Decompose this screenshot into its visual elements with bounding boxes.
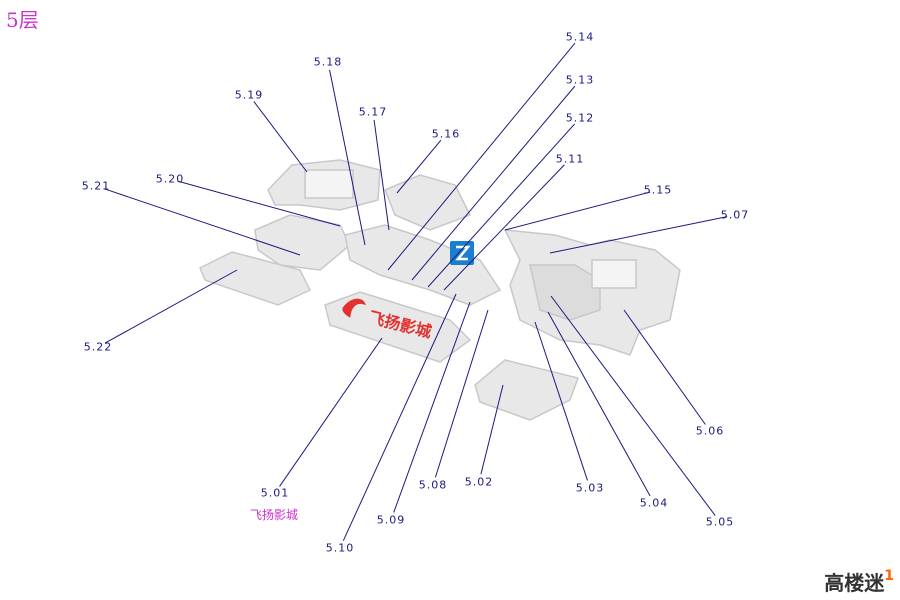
shop-label-5-10: 5.10	[325, 541, 355, 555]
floor-plan-shapes	[199, 159, 681, 421]
shop-label-5-11: 5.11	[555, 152, 585, 166]
shop-label-5-13: 5.13	[565, 73, 595, 87]
shop-label-5-05: 5.05	[705, 515, 735, 529]
watermark-number: 1	[884, 568, 894, 584]
leader-line-5-20	[177, 180, 341, 227]
shop-label-5-07: 5.07	[720, 208, 750, 222]
cinema-logo-swirl-icon	[342, 298, 366, 318]
shop-label-5-16: 5.16	[431, 127, 461, 141]
leader-line-5-12	[427, 123, 576, 288]
watermark-logo: 高楼迷1	[824, 567, 894, 596]
shop-label-5-18: 5.18	[313, 55, 343, 69]
shop-label-5-09: 5.09	[376, 513, 406, 527]
leader-line-5-17	[373, 119, 390, 231]
leader-line-5-13	[411, 85, 576, 281]
leader-line-5-06	[623, 309, 706, 425]
leader-line-5-09	[393, 301, 471, 513]
shop-label-5-12: 5.12	[565, 111, 595, 125]
block-5-22	[199, 251, 312, 306]
leader-line-5-05	[550, 295, 716, 516]
brand-icon	[450, 241, 474, 265]
shop-label-5-08: 5.08	[418, 478, 448, 492]
leader-line-5-15	[504, 191, 651, 231]
shop-label-5-14: 5.14	[565, 30, 595, 44]
leader-line-5-10	[342, 293, 457, 541]
leader-line-5-16	[396, 139, 442, 194]
leader-line-5-22	[104, 269, 238, 344]
floor-title: 5层	[6, 8, 39, 32]
leader-line-5-01	[279, 337, 383, 487]
leader-line-5-03	[534, 321, 588, 481]
shop-label-5-22: 5.22	[83, 340, 113, 354]
leader-line-5-04	[547, 311, 651, 497]
block-top-center	[384, 174, 472, 231]
block-top-left-box	[304, 169, 354, 199]
shop-label-5-03: 5.03	[575, 481, 605, 495]
leader-lines	[103, 42, 728, 541]
leader-line-5-21	[103, 188, 301, 256]
block-left-middle	[254, 214, 351, 271]
leader-line-5-14	[387, 42, 576, 271]
block-center-corridor	[344, 224, 502, 306]
block-5-02	[474, 359, 579, 421]
shop-label-5-01: 5.01	[260, 486, 290, 500]
leader-line-5-02	[480, 384, 504, 475]
block-cinema	[324, 291, 472, 363]
shop-label-5-20: 5.20	[155, 172, 185, 186]
leader-line-5-18	[329, 69, 366, 246]
shop-label-5-19: 5.19	[234, 88, 264, 102]
leader-line-5-07	[549, 216, 728, 254]
leader-line-5-11	[443, 164, 565, 291]
block-right-inner	[529, 264, 601, 321]
leader-line-5-08	[434, 309, 489, 478]
block-right-box	[591, 259, 637, 289]
watermark-text: 高楼迷	[824, 571, 885, 595]
cinema-name-label: 飞扬影城	[249, 508, 299, 522]
shop-label-5-21: 5.21	[81, 179, 111, 193]
shop-label-5-04: 5.04	[639, 496, 669, 510]
leader-line-5-19	[253, 101, 308, 173]
shop-label-5-17: 5.17	[358, 105, 388, 119]
shop-label-5-02: 5.02	[464, 475, 494, 489]
shop-label-5-06: 5.06	[695, 424, 725, 438]
shop-label-5-15: 5.15	[643, 183, 673, 197]
